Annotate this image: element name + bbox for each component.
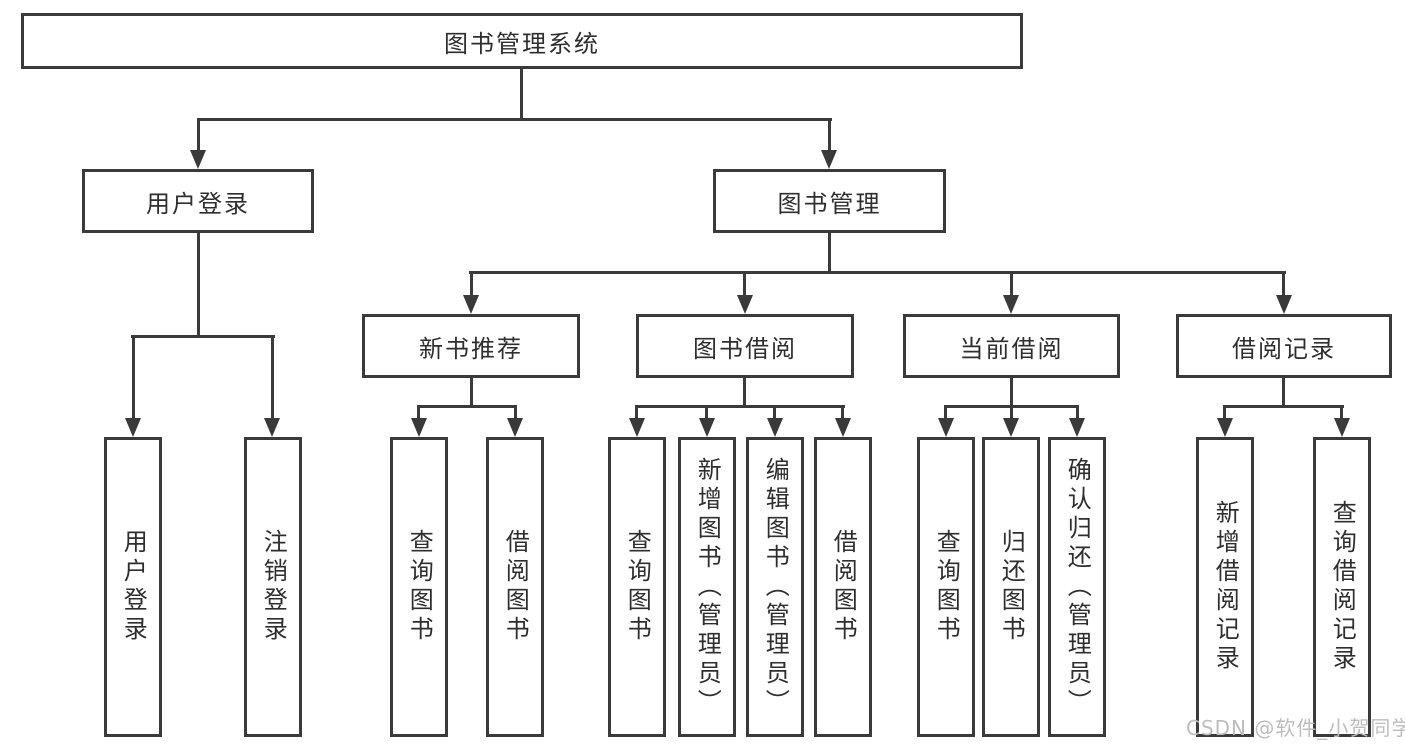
node-borrowing-records: 借阅记录 (1176, 314, 1392, 378)
arrow-down-icon (507, 418, 523, 437)
leaf-label: 借阅图书 (501, 529, 530, 645)
node-current-borrowing: 当前借阅 (903, 314, 1120, 378)
node-root-library-system: 图书管理系统 (21, 13, 1023, 69)
leaf-label: 归还图书 (997, 529, 1026, 645)
leaf-label: 用户登录 (119, 529, 148, 645)
leaf-label: 新增图书（管理员） (693, 456, 722, 718)
connector-drop-nr-query (417, 405, 420, 419)
arrow-down-icon (938, 418, 954, 437)
leaf-query-books-recommend: 查询图书 (390, 437, 448, 737)
connector-drop-bb-add (705, 405, 708, 419)
leaf-user-login: 用户登录 (104, 437, 162, 737)
arrow-down-icon (821, 150, 837, 169)
arrow-down-icon (1069, 418, 1085, 437)
arrow-down-icon (411, 418, 427, 437)
connector-bookborrow-rail (635, 405, 845, 408)
arrow-down-icon (463, 295, 479, 314)
arrow-down-icon (737, 295, 753, 314)
node-label: 借阅记录 (1232, 334, 1336, 363)
node-label: 新书推荐 (419, 334, 523, 363)
arrow-down-icon (1003, 418, 1019, 437)
connector-drop-cb-query (944, 405, 947, 419)
csdn-watermark: CSDN @软件_小贺同学 (1186, 716, 1405, 740)
node-new-book-recommend: 新书推荐 (362, 314, 580, 378)
connector-drop-current-borrow (1010, 271, 1013, 296)
connector-drop-br-query (1340, 405, 1343, 419)
connector-newrecommend-rail (417, 405, 517, 408)
arrow-down-icon (1334, 418, 1350, 437)
leaf-confirm-return-admin: 确认归还（管理员） (1048, 437, 1106, 737)
leaf-label: 查询借阅记录 (1328, 500, 1357, 674)
arrow-down-icon (1217, 418, 1233, 437)
node-user-login: 用户登录 (82, 169, 314, 233)
node-label: 图书管理系统 (444, 29, 600, 58)
connector-drop-book-mgmt (828, 118, 831, 151)
node-book-borrowing: 图书借阅 (636, 314, 854, 378)
connector-root-stem (520, 69, 523, 118)
node-label: 图书借阅 (693, 334, 797, 363)
leaf-label: 注销登录 (259, 529, 288, 645)
leaf-label: 新增借阅记录 (1211, 500, 1240, 674)
leaf-label: 编辑图书（管理员） (761, 456, 790, 718)
leaf-add-borrow-record: 新增借阅记录 (1196, 437, 1254, 737)
connector-drop-cb-confirm (1076, 405, 1079, 419)
arrow-down-icon (835, 418, 851, 437)
connector-drop-leaf-user-login (132, 335, 135, 419)
connector-drop-book-borrow (743, 271, 746, 296)
connector-root-rail (197, 118, 832, 121)
connector-drop-br-add (1223, 405, 1226, 419)
connector-drop-user-login (197, 118, 200, 151)
leaf-label: 查询图书 (623, 529, 652, 645)
connector-userlogin-rail (131, 335, 275, 338)
leaf-return-books: 归还图书 (982, 437, 1040, 737)
node-label: 用户登录 (146, 189, 250, 218)
connector-newrecommend-stem (470, 378, 473, 405)
leaf-label: 借阅图书 (829, 529, 858, 645)
connector-drop-bb-borrow (841, 405, 844, 419)
arrow-down-icon (1276, 295, 1292, 314)
node-book-management: 图书管理 (713, 169, 946, 233)
connector-drop-nr-borrow (514, 405, 517, 419)
arrow-down-icon (767, 418, 783, 437)
arrow-down-icon (629, 418, 645, 437)
arrow-down-icon (125, 418, 141, 437)
connector-bookborrow-stem (743, 378, 746, 405)
connector-drop-leaf-logout (271, 335, 274, 419)
connector-drop-borrow-records (1282, 271, 1285, 296)
leaf-add-books-admin: 新增图书（管理员） (678, 437, 736, 737)
node-label: 当前借阅 (959, 334, 1064, 363)
arrow-down-icon (264, 418, 280, 437)
connector-drop-bb-edit (773, 405, 776, 419)
connector-borrowrecords-stem (1282, 378, 1285, 405)
connector-currentborrow-stem (1010, 378, 1013, 405)
connector-bookmgmt-rail (469, 271, 1286, 274)
leaf-query-borrow-record: 查询借阅记录 (1313, 437, 1371, 737)
leaf-logout: 注销登录 (244, 437, 302, 737)
leaf-query-books-borrowing: 查询图书 (608, 437, 666, 737)
leaf-label: 查询图书 (932, 529, 961, 645)
leaf-query-books-current: 查询图书 (917, 437, 975, 737)
arrow-down-icon (1003, 295, 1019, 314)
arrow-down-icon (190, 150, 206, 169)
leaf-borrow-books-borrowing: 借阅图书 (814, 437, 872, 737)
arrow-down-icon (699, 418, 715, 437)
connector-drop-cb-return (1010, 405, 1013, 419)
connector-drop-bb-query (635, 405, 638, 419)
leaf-edit-books-admin: 编辑图书（管理员） (746, 437, 804, 737)
node-label: 图书管理 (777, 189, 882, 218)
connector-userlogin-stem (197, 233, 200, 335)
leaf-borrow-books-recommend: 借阅图书 (486, 437, 544, 737)
connector-borrowrecords-rail (1223, 405, 1344, 408)
leaf-label: 确认归还（管理员） (1063, 456, 1092, 718)
connector-drop-new-recommend (470, 271, 473, 296)
connector-bookmgmt-stem (828, 233, 831, 271)
leaf-label: 查询图书 (405, 529, 434, 645)
